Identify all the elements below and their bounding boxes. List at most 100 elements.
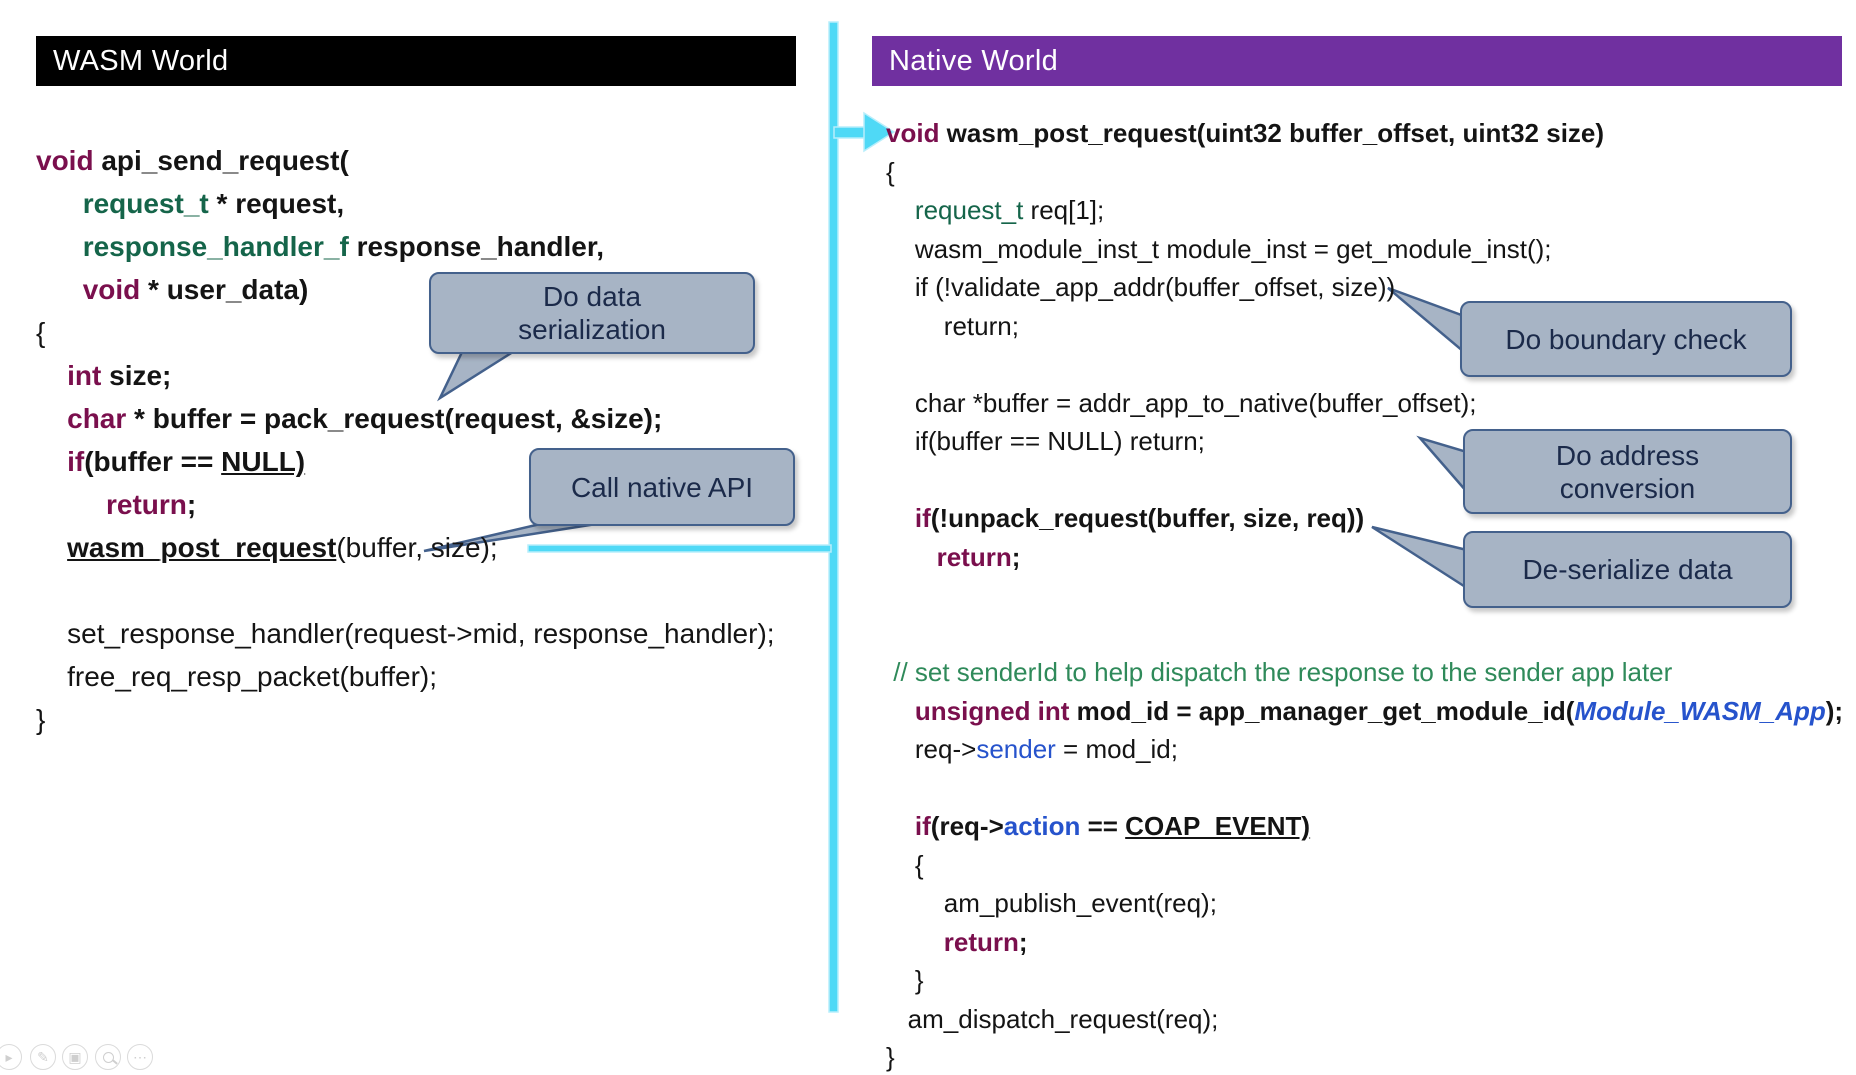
code-token: unsigned int: [914, 695, 1070, 726]
code-line: }: [36, 698, 775, 741]
code-line: void api_send_request(: [36, 139, 775, 182]
code-line: [36, 569, 775, 612]
code-token: }: [36, 704, 46, 735]
code-token: req->: [886, 734, 977, 764]
code-token: [886, 542, 937, 572]
code-token: // set senderId to help dispatch the res…: [886, 657, 1673, 687]
code-line: [886, 615, 1843, 654]
code-token: [886, 927, 944, 957]
callout-do-boundary-check: Do boundary check: [1460, 301, 1792, 377]
code-token: Module_WASM_App: [1574, 695, 1826, 726]
wasm-code-block: void api_send_request( request_t * reque…: [36, 139, 775, 741]
code-token: request_t: [914, 195, 1024, 225]
code-line: {: [36, 311, 775, 354]
code-token: char: [67, 403, 127, 434]
code-line: unsigned int mod_id = app_manager_get_mo…: [886, 692, 1843, 731]
zoom-icon[interactable]: [95, 1044, 121, 1070]
code-token: if: [67, 446, 85, 477]
code-token: }: [886, 1042, 895, 1072]
code-token: wasm_post_request: [67, 532, 337, 563]
callout-call-native-api: Call native API: [529, 448, 795, 526]
pen-icon[interactable]: ✎: [30, 1044, 56, 1070]
code-token: (!unpack_request(buffer, size, req)): [930, 503, 1365, 533]
code-token: api_send_request(: [93, 145, 349, 176]
code-line: return;: [886, 923, 1843, 962]
code-token: (buffer ==: [84, 446, 222, 477]
magnifier-glyph: [102, 1051, 114, 1063]
code-token: [36, 532, 67, 563]
code-token: if (!validate_app_addr(buffer_offset, si…: [886, 272, 1396, 302]
slides-overview-glyph: ▣: [68, 1048, 82, 1065]
code-token: [36, 403, 67, 434]
code-token: [36, 360, 67, 391]
nav-arrow-icon[interactable]: ▸: [0, 1044, 22, 1070]
code-line: int size;: [36, 354, 775, 397]
native-world-title: Native World: [889, 44, 1059, 77]
code-token: am_dispatch_request(req);: [886, 1003, 1219, 1034]
code-line: }: [886, 961, 1843, 1000]
code-line: void wasm_post_request(uint32 buffer_off…: [886, 114, 1843, 153]
code-line: char *buffer = addr_app_to_native(buffer…: [886, 384, 1843, 423]
native-code-block: void wasm_post_request(uint32 buffer_off…: [886, 114, 1843, 1075]
callout-do-address-conversion: Do address conversion: [1463, 429, 1792, 514]
code-token: char *buffer = addr_app_to_native(buffer…: [886, 387, 1477, 418]
code-line: void * user_data): [36, 268, 775, 311]
code-token: [886, 195, 915, 225]
code-line: am_dispatch_request(req);: [886, 1000, 1843, 1039]
code-line: [886, 769, 1843, 808]
code-token: [36, 231, 83, 262]
code-token: return: [106, 489, 187, 520]
code-token: size;: [101, 360, 172, 391]
code-token: int: [67, 360, 102, 391]
code-token: void: [886, 118, 940, 148]
code-line: if(buffer == NULL) return;: [886, 422, 1843, 461]
code-line: if(!unpack_request(buffer, size, req)): [886, 499, 1843, 538]
code-line: free_req_resp_packet(buffer);: [36, 655, 775, 698]
code-token: * user_data): [140, 274, 309, 305]
code-token: {: [886, 156, 895, 187]
callout-text: Do data serialization: [518, 281, 666, 345]
code-token: return: [936, 541, 1012, 572]
code-token: if(buffer == NULL) return;: [886, 426, 1205, 456]
wasm-world-title: WASM World: [53, 44, 229, 77]
pen-glyph: ✎: [37, 1048, 49, 1065]
code-token: (buffer, size);: [336, 532, 498, 563]
code-token: [36, 489, 106, 520]
code-token: [36, 274, 83, 305]
callout-text: Do address conversion: [1555, 439, 1700, 504]
code-token: {: [36, 317, 46, 348]
code-token: (req->: [930, 811, 1004, 841]
code-token: );: [1825, 695, 1844, 726]
code-token: [886, 503, 915, 533]
code-line: request_t * request,: [36, 182, 775, 225]
code-token: if: [914, 811, 931, 841]
code-token: ==: [1080, 811, 1126, 841]
slides-overview-icon[interactable]: ▣: [62, 1044, 88, 1070]
code-line: request_t req[1];: [886, 191, 1843, 230]
code-token: * request,: [208, 188, 345, 219]
callout-do-data-serialization: Do data serialization: [429, 272, 755, 354]
code-token: free_req_resp_packet(buffer);: [36, 661, 438, 692]
code-line: return;: [886, 538, 1843, 577]
code-token: wasm_module_inst_t module_inst = get_mod…: [886, 233, 1552, 264]
code-token: void: [82, 274, 141, 305]
code-line: if (!validate_app_addr(buffer_offset, si…: [886, 268, 1843, 307]
more-options-icon[interactable]: ⋯: [127, 1044, 153, 1070]
code-token: response_handler,: [348, 231, 605, 262]
code-token: mod_id = app_manager_get_module_id(: [1069, 695, 1575, 726]
code-line: char * buffer = pack_request(request, &s…: [36, 397, 775, 440]
code-line: // set senderId to help dispatch the res…: [886, 653, 1843, 692]
code-line: wasm_post_request(buffer, size);: [36, 526, 775, 569]
code-line: set_response_handler(request->mid, respo…: [36, 612, 774, 655]
code-line: if(buffer == NULL): [36, 440, 775, 483]
code-token: req[1];: [1023, 195, 1105, 225]
code-token: ;: [1011, 541, 1021, 572]
code-line: return;: [36, 483, 775, 526]
code-line: am_publish_event(req);: [886, 884, 1843, 923]
wasm-world-header: WASM World: [36, 36, 796, 86]
nav-arrow-glyph: ▸: [5, 1048, 13, 1065]
code-token: [36, 188, 83, 219]
code-token: {: [886, 849, 924, 880]
code-token: response_handler_f: [82, 231, 349, 262]
